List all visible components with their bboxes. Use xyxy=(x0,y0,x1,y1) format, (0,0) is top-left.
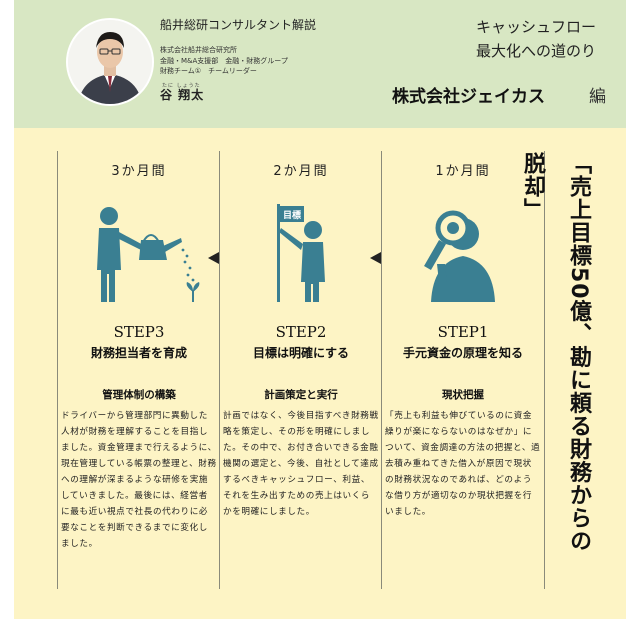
company-suffix: 編 xyxy=(589,87,606,107)
commentary-label: 船井総研コンサルタント解説 xyxy=(160,18,317,32)
watering-person-icon xyxy=(59,198,219,308)
step-body: 「売上も利益も伸びているのに資金繰りが楽にならないのはなぜか」について、資金調達… xyxy=(385,411,541,517)
step-label: STEP2 xyxy=(275,323,327,341)
author-bio: 株式会社船井総合研究所 金融・M&A支援部 金融・財務グループ 財務チーム① チ… xyxy=(160,45,288,77)
column-divider xyxy=(544,151,545,589)
step-period: 1か月間 xyxy=(435,164,491,179)
step-label: STEP3 xyxy=(113,323,165,341)
column-divider xyxy=(57,151,58,589)
arrow-left-icon xyxy=(208,252,219,264)
arrow-left-icon xyxy=(370,252,381,264)
column-divider xyxy=(381,151,382,589)
step-subtitle: 計画策定と実行 xyxy=(264,389,338,401)
step-subtitle: 現状把握 xyxy=(442,389,484,401)
magnifier-person-icon xyxy=(383,198,543,308)
series-title-line2: 最大化への道のり xyxy=(475,42,596,60)
column-divider xyxy=(219,151,220,589)
step-label: STEP1 xyxy=(437,323,489,341)
bio-line: 金融・M&A支援部 金融・財務グループ xyxy=(160,56,288,65)
step-period: 3か月間 xyxy=(111,164,167,179)
steps-panel xyxy=(14,128,626,619)
author-name-ruby: たに しょうた xyxy=(162,83,201,89)
step-body: 計画ではなく、今後目指すべき財務戦略を策定し、その形を明確にしました。その中で、… xyxy=(223,411,379,517)
series-title-line1: キャッシュフロー xyxy=(475,18,596,36)
step-body: ドライバーから管理部門に異動した人材が財務を理解することを目指しました。資金管理… xyxy=(61,411,217,549)
article-header: 船井総研コンサルタント解説 株式会社船井総合研究所 金融・M&A支援部 金融・財… xyxy=(14,0,626,128)
author-name: 谷 翔太 xyxy=(160,88,205,102)
bio-line: 財務チーム① チームリーダー xyxy=(160,67,257,75)
step-period: 2か月間 xyxy=(273,164,329,179)
step-title: 目標は明確にする xyxy=(252,346,350,360)
flag-label: 目標 xyxy=(282,211,301,221)
bio-line: 株式会社船井総合研究所 xyxy=(160,46,237,54)
step-subtitle: 管理体制の構築 xyxy=(102,389,176,401)
company-name: 株式会社ジェイカス xyxy=(392,87,545,107)
vertical-headline: 「売上目標50億、勘に頼る財務からの脱却」 xyxy=(520,152,591,553)
step-title: 財務担当者を育成 xyxy=(90,346,187,360)
author-photo xyxy=(66,18,154,106)
step-title: 手元資金の原理を知る xyxy=(402,346,523,360)
flag-person-icon: 目標 xyxy=(221,198,381,308)
